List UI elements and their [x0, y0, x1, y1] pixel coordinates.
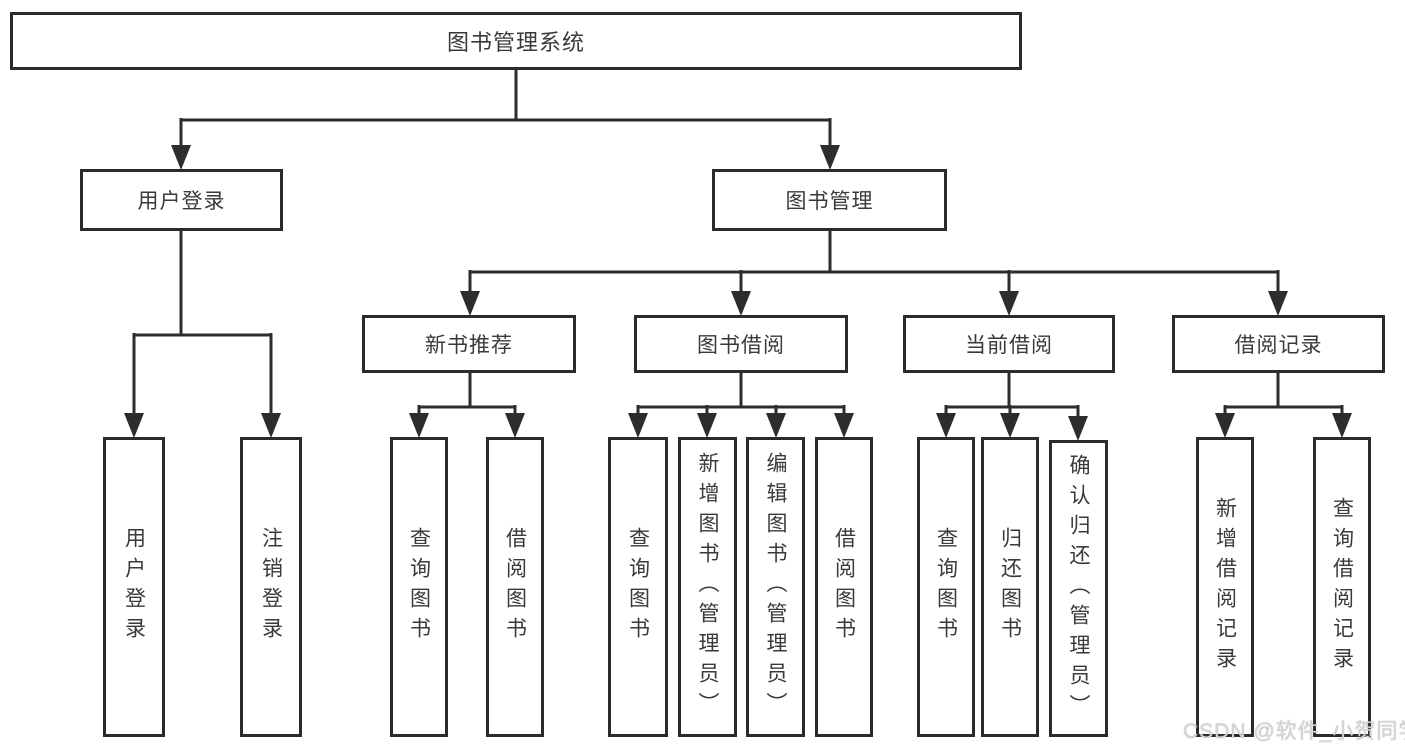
arrowhead: [409, 413, 525, 438]
node-label: 查询图书: [407, 527, 431, 647]
arrowhead: [124, 413, 281, 438]
node-label: 借阅图书: [503, 527, 527, 647]
leaf-edit-books-admin: 编辑图书（管理员）: [746, 437, 805, 737]
leaf-query-books: 查询图书: [390, 437, 448, 737]
node-label: 归还图书: [998, 527, 1022, 647]
node-label: 图书管理系统: [446, 30, 585, 55]
leaf-user-login: 用户登录: [103, 437, 165, 737]
node-label: 查询图书: [626, 527, 650, 647]
leaf-query-borrow-record: 查询借阅记录: [1313, 437, 1371, 737]
node-label: 图书借阅: [697, 334, 785, 357]
node-current-borrowing: 当前借阅: [903, 315, 1115, 373]
node-new-book-recommend: 新书推荐: [362, 315, 576, 373]
leaf-query-books: 查询图书: [608, 437, 668, 737]
arrowhead: [1215, 413, 1352, 438]
leaf-return-books: 归还图书: [981, 437, 1039, 737]
node-label: 借阅记录: [1234, 334, 1323, 357]
node-label: 当前借阅: [965, 334, 1053, 357]
node-label: 图书管理: [785, 190, 874, 213]
arrowhead: [171, 145, 840, 170]
node-user-login: 用户登录: [80, 169, 283, 231]
leaf-add-borrow-record: 新增借阅记录: [1196, 437, 1254, 737]
leaf-borrow-books: 借阅图书: [815, 437, 873, 737]
node-book-borrowing: 图书借阅: [634, 315, 848, 373]
leaf-confirm-return-admin: 确认归还（管理员）: [1049, 440, 1108, 737]
node-library-management-system: 图书管理系统: [10, 12, 1022, 70]
node-book-management: 图书管理: [712, 169, 947, 231]
node-label: 查询借阅记录: [1330, 497, 1354, 677]
node-label: 新书推荐: [425, 334, 513, 357]
node-label: 用户登录: [122, 527, 146, 647]
node-label: 借阅图书: [832, 527, 856, 647]
node-label: 用户登录: [137, 190, 226, 213]
arrowhead: [460, 291, 1288, 316]
node-label: 新增借阅记录: [1213, 497, 1237, 677]
arrowhead: [628, 413, 854, 438]
node-label: 注销登录: [259, 527, 283, 647]
node-label: 新增图书（管理员）: [696, 452, 719, 722]
node-label: 确认归还（管理员）: [1067, 453, 1090, 724]
node-label: 查询图书: [934, 527, 958, 647]
leaf-query-books: 查询图书: [917, 437, 975, 737]
leaf-borrow-books: 借阅图书: [486, 437, 544, 737]
node-label: 编辑图书（管理员）: [764, 452, 787, 722]
arrowhead: [936, 413, 1088, 441]
leaf-add-books-admin: 新增图书（管理员）: [678, 437, 737, 737]
node-borrow-records: 借阅记录: [1172, 315, 1385, 373]
csdn-watermark: CSDN @软件_小贺同学: [1183, 720, 1405, 743]
leaf-logout: 注销登录: [240, 437, 302, 737]
